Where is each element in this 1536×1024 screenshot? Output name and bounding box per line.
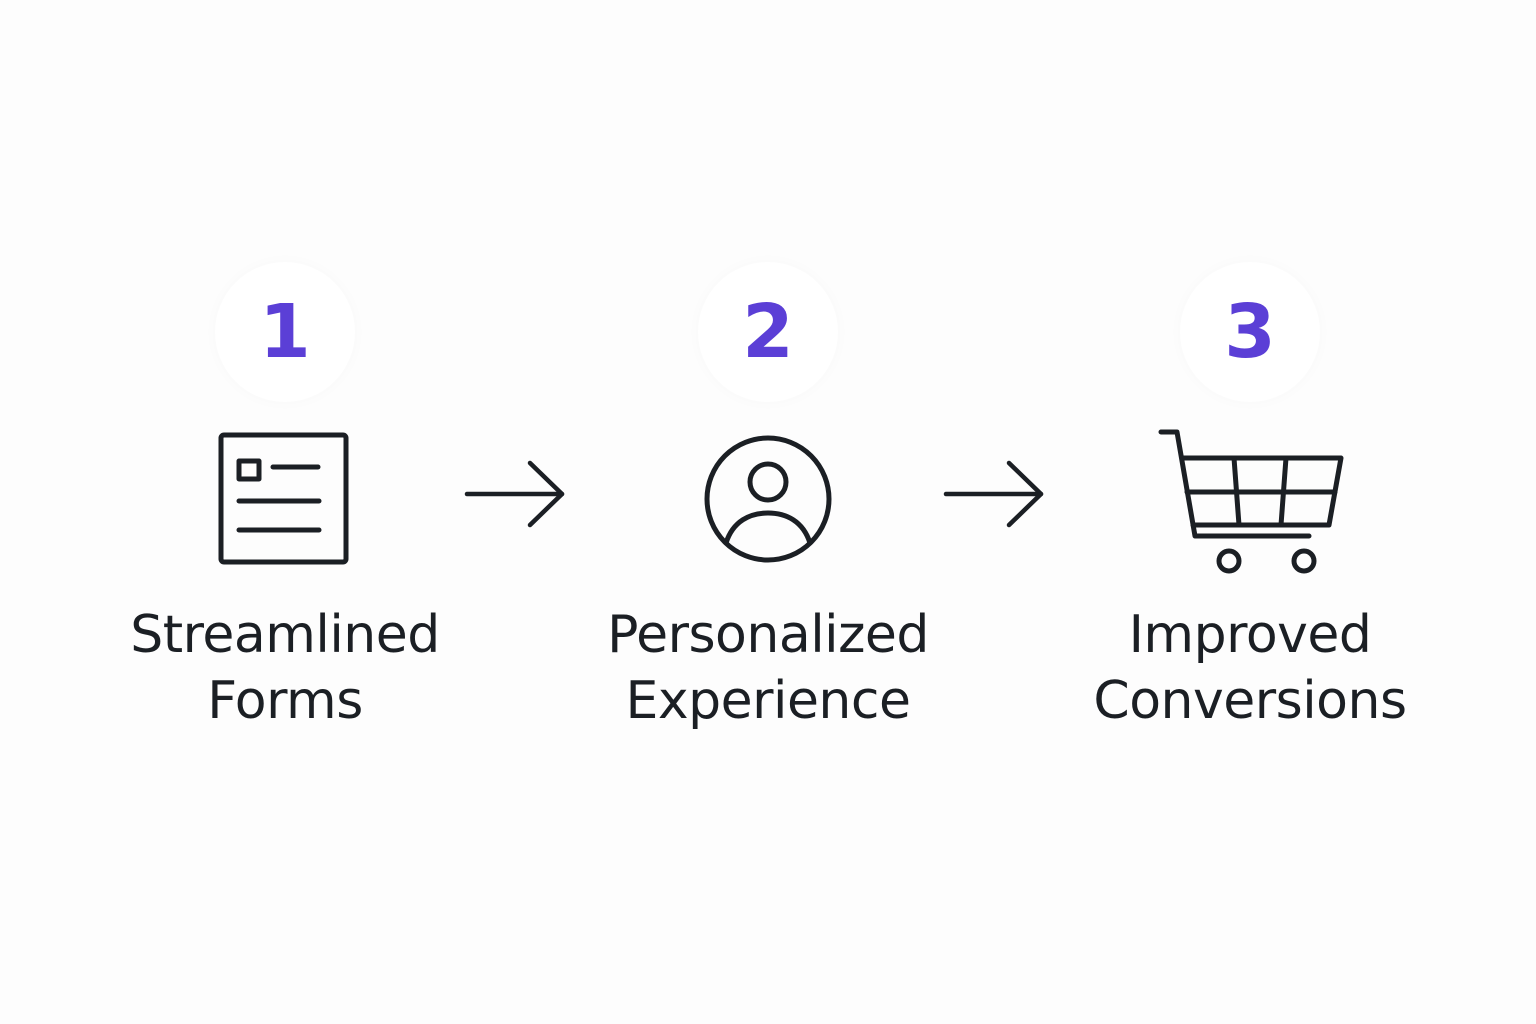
right-arrow-icon (464, 460, 565, 528)
step-number-badge: 1 (215, 262, 355, 402)
step-label-line: Personalized (607, 605, 929, 665)
step-streamlined-forms: 1 Streamlined Forms (75, 262, 495, 734)
step-label-line: Conversions (1093, 671, 1407, 731)
step-label: Personalized Experience (607, 602, 929, 734)
step-label-line: Streamlined (130, 605, 440, 665)
step-label-line: Forms (207, 671, 363, 731)
step-label-line: Experience (625, 671, 911, 731)
step-improved-conversions: 3 Improved Conversions (1040, 262, 1460, 734)
form-document-icon (190, 424, 380, 574)
step-label: Improved Conversions (1093, 602, 1407, 734)
step-number-badge: 2 (698, 262, 838, 402)
step-label-line: Improved (1128, 605, 1372, 665)
right-arrow-icon (943, 460, 1044, 528)
user-profile-icon (673, 424, 863, 574)
step-personalized-experience: 2 Personalized Experience (558, 262, 978, 734)
step-label: Streamlined Forms (130, 602, 440, 734)
step-number-badge: 3 (1180, 262, 1320, 402)
shopping-cart-icon (1155, 424, 1345, 574)
